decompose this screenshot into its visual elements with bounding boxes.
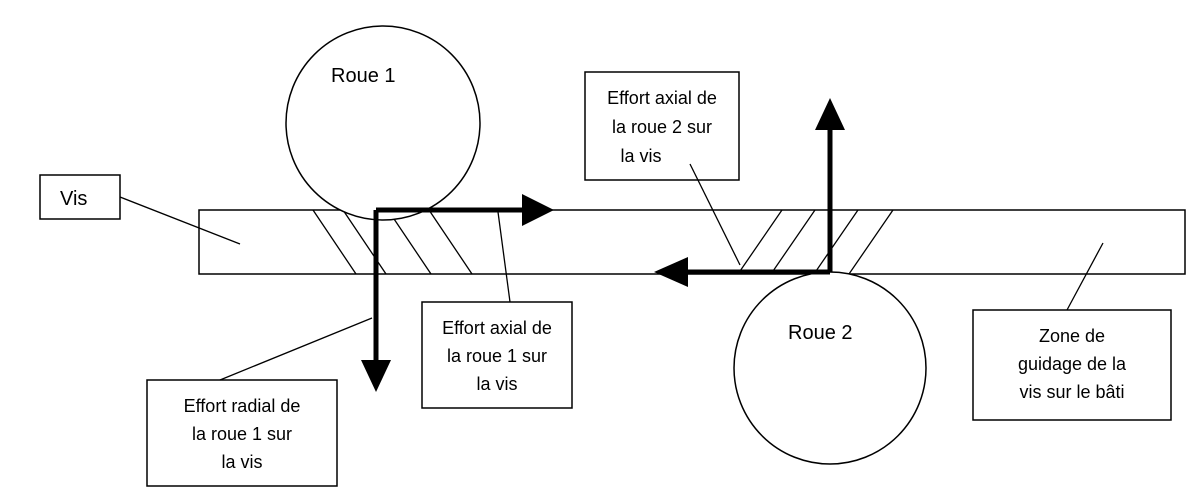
callout-effort-radial-roue1-line2: la roue 1 sur bbox=[192, 424, 292, 444]
roue2-wheel bbox=[733, 271, 927, 465]
roue2-label: Roue 2 bbox=[788, 322, 853, 344]
roue1-wheel bbox=[285, 25, 481, 221]
vis-label: Vis bbox=[60, 188, 87, 210]
callout-effort-axial-roue2-line3: la vis bbox=[620, 146, 661, 166]
thread-hatching-roue2 bbox=[737, 209, 894, 275]
vis-leader-line bbox=[119, 196, 241, 245]
callout-effort-axial-roue1-line1: Effort axial de bbox=[442, 318, 552, 338]
callout-effort-axial-roue1-line3: la vis bbox=[476, 374, 517, 394]
callout-zone-guidage-box bbox=[972, 309, 1172, 421]
callout-effort-axial-roue2-line2: la roue 2 sur bbox=[612, 117, 712, 137]
roue2-vertical-arrow bbox=[815, 98, 845, 272]
callout-effort-axial-roue1-line2: la roue 1 sur bbox=[447, 346, 547, 366]
vis-label-box bbox=[39, 174, 121, 220]
callout-effort-radial-roue1-leader bbox=[219, 317, 373, 381]
callout-effort-axial-roue2-leader bbox=[689, 163, 741, 266]
callout-zone-guidage-line1: Zone de bbox=[1039, 326, 1105, 346]
effort-axial-roue1-arrow bbox=[376, 194, 554, 226]
callout-effort-axial-roue1-leader bbox=[497, 211, 511, 303]
callout-effort-radial-roue1-line1: Effort radial de bbox=[184, 396, 301, 416]
screw-body bbox=[198, 209, 1186, 275]
callout-zone-guidage-line3: vis sur le bâti bbox=[1019, 382, 1124, 402]
effort-axial-roue2-arrow bbox=[654, 257, 830, 287]
callout-effort-axial-roue2-line1: Effort axial de bbox=[607, 88, 717, 108]
callout-effort-axial-roue1-box bbox=[421, 301, 573, 409]
callout-effort-radial-roue1-line3: la vis bbox=[221, 452, 262, 472]
callout-effort-radial-roue1-box bbox=[146, 379, 338, 487]
callout-zone-guidage-line2: guidage de la bbox=[1018, 354, 1127, 374]
roue1-label: Roue 1 bbox=[331, 65, 396, 87]
callout-zone-guidage-leader bbox=[1066, 242, 1104, 311]
thread-hatching-roue1 bbox=[312, 209, 473, 275]
effort-radial-roue1-arrow bbox=[361, 210, 391, 392]
callout-effort-axial-roue2-box bbox=[584, 71, 740, 181]
